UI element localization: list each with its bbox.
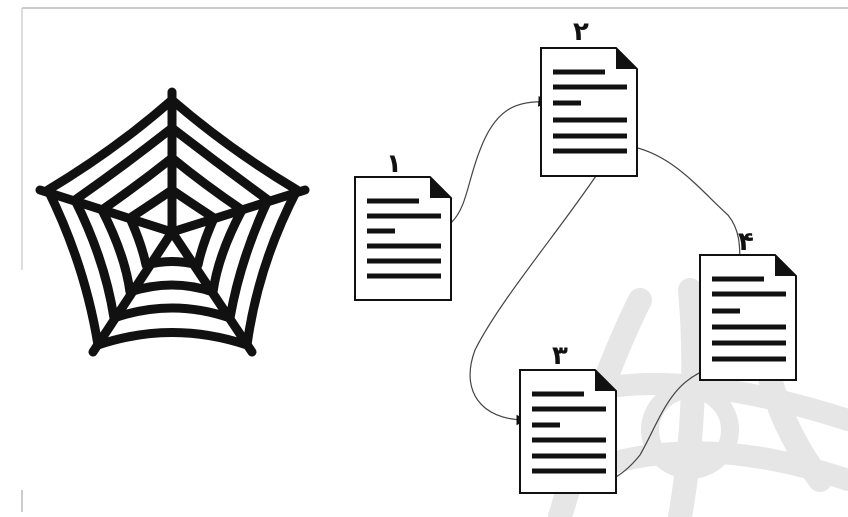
spider-web-icon bbox=[35, 87, 310, 357]
document-3-label: ۳ bbox=[552, 341, 568, 371]
document-4-label: ۴ bbox=[738, 227, 754, 257]
document-1 bbox=[354, 176, 452, 301]
link-2-to-3 bbox=[469, 169, 601, 426]
document-3 bbox=[519, 369, 617, 494]
document-4 bbox=[699, 254, 797, 381]
document-2 bbox=[540, 47, 638, 177]
document-icon bbox=[519, 369, 617, 494]
document-1-label: ۱ bbox=[386, 149, 402, 179]
document-2-label: ۲ bbox=[573, 17, 589, 47]
document-icon bbox=[699, 254, 797, 381]
link-2-to-4 bbox=[621, 144, 746, 270]
document-icon bbox=[354, 176, 452, 301]
document-icon bbox=[540, 47, 638, 177]
